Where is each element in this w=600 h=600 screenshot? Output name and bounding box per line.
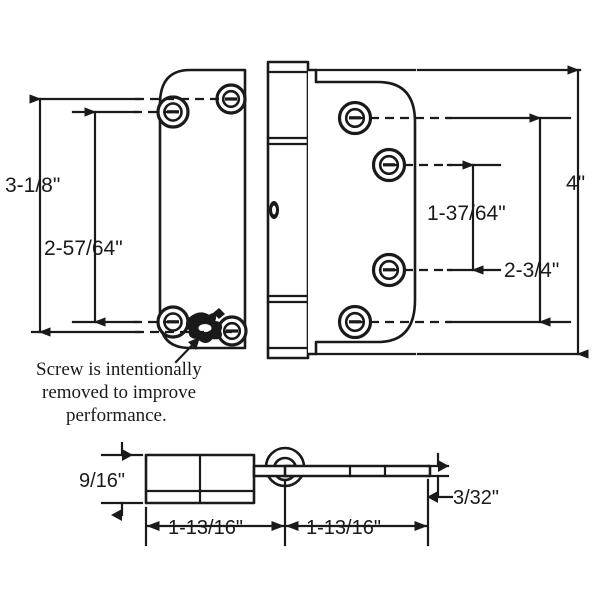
annotation-line-2: removed to improve	[42, 382, 196, 403]
dimension-label-left-inner: 2-57/64"	[44, 237, 123, 260]
dimension-label-profile-thickness: 9/16"	[79, 470, 125, 492]
removed-screw-detail	[186, 308, 225, 343]
profile-left-leaf-body	[144, 453, 256, 505]
dimension-label-profile-right-width: 1-13/16"	[306, 517, 381, 539]
profile-right-leaf-body	[283, 464, 432, 478]
hinge-knuckle-barrel	[266, 60, 310, 360]
annotation-line-3: performance.	[66, 405, 167, 426]
dimension-profile-thickness-9-16	[100, 441, 144, 521]
annotation-line-1: Screw is intentionally	[36, 359, 202, 380]
dimension-label-right-center: 1-37/64"	[427, 202, 506, 225]
dimension-label-right-inner: 2-3/4"	[504, 259, 559, 282]
dimension-label-right-overall: 4"	[566, 172, 585, 195]
dimension-profile-leaf-thickness-3-32	[426, 452, 454, 503]
annotation-leader-line	[174, 335, 202, 364]
dimension-label-profile-leaf-thickness: 3/32"	[453, 487, 499, 509]
dimension-label-profile-left-width: 1-13/16"	[168, 517, 243, 539]
dimension-profile-widths	[144, 478, 430, 547]
dimension-label-left-overall: 3-1/8"	[5, 174, 60, 197]
left-leaf-screw-hole-top-outer	[156, 95, 190, 129]
